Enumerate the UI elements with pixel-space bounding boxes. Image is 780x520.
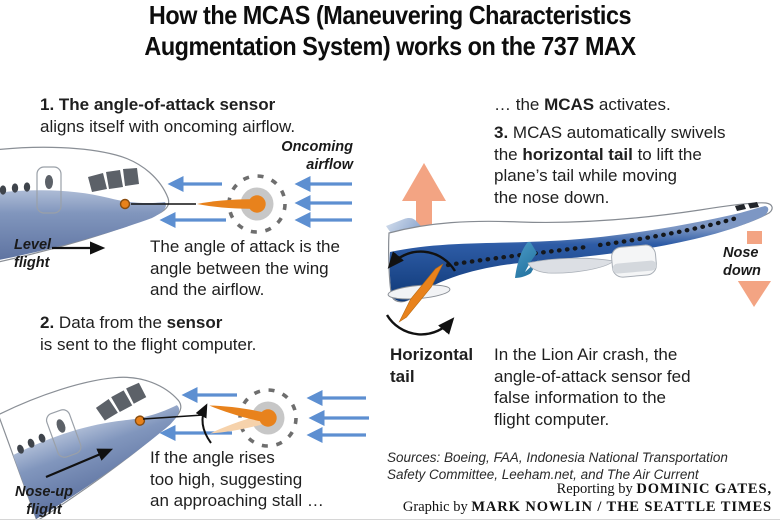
nose-up-flight-label: Nose-up flight xyxy=(15,484,73,518)
step2-illustration xyxy=(0,358,369,519)
airflow-left-arrow-icon xyxy=(159,176,352,228)
level-flight-label: Level flight xyxy=(14,237,52,271)
graphic-by: Graphic by xyxy=(402,499,472,515)
step2-number: 2. xyxy=(40,313,55,332)
step3-line4: the nose down. xyxy=(494,187,610,207)
step2-heading: 2. Data from the sensor is sent to the f… xyxy=(40,312,380,355)
step3-line1: MCAS automatically swivels xyxy=(508,123,726,142)
step3-line3: plane’s tail while moving xyxy=(494,166,678,185)
wing xyxy=(527,257,615,274)
sources-note: Sources: Boeing, FAA, Indonesia National… xyxy=(387,450,728,482)
737-max-full-plane xyxy=(388,202,773,303)
reporting-by: Reporting by xyxy=(556,481,637,497)
step1-heading-rest: aligns itself with oncoming airflow. xyxy=(40,116,296,136)
nose-up-flight-arrow-icon xyxy=(45,448,114,479)
tail-rotation-circle-icon xyxy=(385,250,457,336)
horizontal-stabilizer-vane xyxy=(387,263,451,323)
step1-illustration xyxy=(0,146,352,264)
lion-air-caption: In the Lion Air crash, the angle-of-atta… xyxy=(494,345,691,429)
engine xyxy=(611,244,657,278)
horizontal-tail-label: Horizontal tail xyxy=(390,345,474,386)
mcas-post: activates. xyxy=(594,95,671,114)
step2-caption: If the angle rises too high, suggesting … xyxy=(150,448,324,510)
step2-heading-sensor: sensor xyxy=(166,313,223,332)
mcas-pre: … the xyxy=(494,95,545,114)
step1-caption: The angle of attack is the angle between… xyxy=(150,237,340,299)
airflow-left-arrow-icon-2 xyxy=(159,387,369,443)
aoa-sensor-dial-level xyxy=(197,174,287,234)
nose-down-label: Nose down xyxy=(721,244,777,281)
sensor-leader-line-2 xyxy=(142,414,204,420)
title-line-2: Augmentation System) works on the 737 MA… xyxy=(144,31,636,61)
oncoming-airflow-label: Oncoming airflow xyxy=(281,139,353,173)
page-title: How the MCAS (Maneuvering Characteristic… xyxy=(39,0,741,62)
cockpit-windows-big xyxy=(735,202,759,211)
step3-line2b: horizontal tail xyxy=(522,144,633,164)
aoa-sensor-dial-raised xyxy=(209,388,298,448)
step3-number: 3. xyxy=(494,123,509,142)
step2-heading-pre: Data from the xyxy=(54,313,167,332)
step2-heading-line2: is sent to the flight computer. xyxy=(40,334,257,354)
step3-line2a: the xyxy=(494,144,523,164)
graphic-artist-name: MARK NOWLIN / THE SEATTLE TIMES xyxy=(471,499,772,515)
lift-up-arrow-icon xyxy=(402,163,446,270)
step1-heading: 1. The angle-of-attack sensor aligns its… xyxy=(40,94,380,137)
mcas-activates-line: … the MCAS activates. xyxy=(494,94,774,116)
rotation-curved-arrow-icon xyxy=(195,403,212,444)
step1-heading-bold: 1. The angle-of-attack sensor xyxy=(40,95,276,114)
credits: Reporting by DOMINIC GATES, Graphic by M… xyxy=(352,480,772,516)
step3-line2c: to lift the xyxy=(632,144,702,164)
reporter-name: DOMINIC GATES, xyxy=(636,481,772,497)
step3-text: 3. MCAS automatically swivels the horizo… xyxy=(494,122,769,208)
title-line-1: How the MCAS (Maneuvering Characteristic… xyxy=(148,0,632,30)
mcas-bold: MCAS xyxy=(544,95,595,114)
sensor-vane xyxy=(209,405,269,423)
passenger-windows xyxy=(445,244,589,268)
